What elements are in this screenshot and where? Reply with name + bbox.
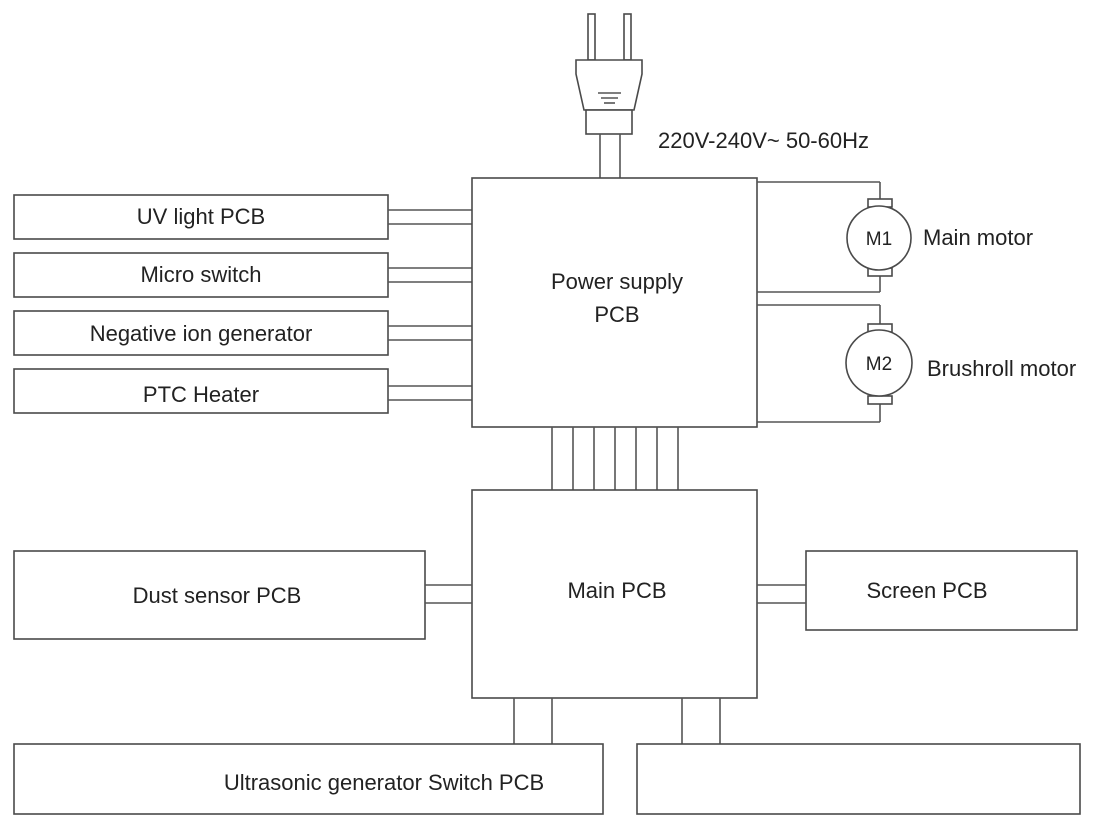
uv-light-pcb-label: UV light PCB bbox=[137, 204, 265, 229]
screen-pcb-block: Screen PCB bbox=[757, 550, 1078, 631]
main-pcb-block: Main PCB bbox=[471, 489, 758, 699]
screen-pcb-label: Screen PCB bbox=[866, 578, 987, 603]
power-supply-label-line1: Power supply bbox=[551, 269, 683, 294]
dust-sensor-pcb-label: Dust sensor PCB bbox=[133, 583, 302, 608]
main-motor: M1 bbox=[757, 181, 912, 293]
motor-m2-icon bbox=[845, 329, 913, 397]
power-to-main-bus bbox=[551, 427, 679, 490]
bottom-connector-wires bbox=[513, 698, 721, 744]
ptc-heater-block: PTC Heater bbox=[13, 368, 389, 414]
power-plug-icon bbox=[575, 13, 643, 178]
micro-switch-label: Micro switch bbox=[140, 262, 261, 287]
brushroll-motor: M2 bbox=[757, 304, 913, 423]
ultrasonic-switch-pcb-label: Ultrasonic generator Switch PCB bbox=[224, 770, 544, 795]
left-connector-wires bbox=[388, 209, 472, 401]
uv-light-pcb-block: UV light PCB bbox=[13, 194, 389, 240]
negative-ion-generator-label: Negative ion generator bbox=[90, 321, 313, 346]
main-motor-label: Main motor bbox=[923, 225, 1033, 250]
power-supply-label-line2: PCB bbox=[594, 302, 639, 327]
motor-m1-icon bbox=[846, 205, 912, 271]
motor-m2-symbol: M2 bbox=[866, 354, 892, 375]
unlabeled-pcb-block bbox=[636, 743, 1081, 815]
main-pcb-label: Main PCB bbox=[567, 578, 666, 603]
negative-ion-generator-block: Negative ion generator bbox=[13, 310, 389, 356]
motor-m1-symbol: M1 bbox=[866, 229, 892, 250]
brushroll-motor-label: Brushroll motor bbox=[927, 356, 1076, 381]
power-supply-pcb-block: Power supply PCB bbox=[471, 177, 758, 428]
micro-switch-block: Micro switch bbox=[13, 252, 389, 298]
ptc-heater-label: PTC Heater bbox=[143, 382, 259, 407]
power-input-label: 220V-240V~ 50-60Hz bbox=[658, 128, 869, 153]
ultrasonic-switch-pcb-block: Ultrasonic generator Switch PCB bbox=[13, 743, 604, 815]
dust-sensor-pcb-block: Dust sensor PCB bbox=[13, 550, 472, 640]
